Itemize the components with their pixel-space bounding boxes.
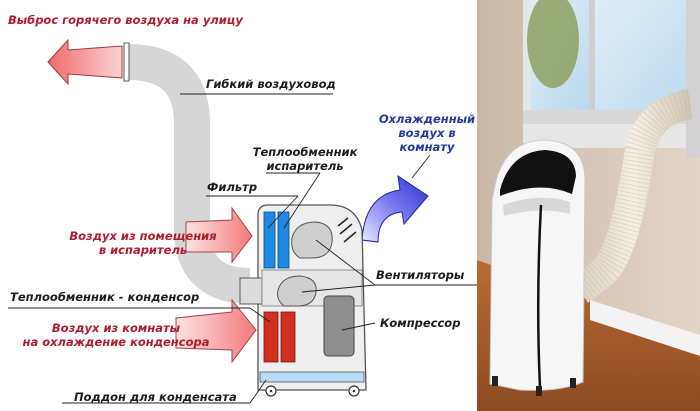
label-room-air-evaporator: Воздух из помещения в испаритель bbox=[68, 229, 218, 257]
label-cooled-air-line2: воздух в bbox=[398, 126, 456, 140]
leader-lines bbox=[8, 93, 478, 404]
label-cooled-air-line3: комнату bbox=[399, 140, 455, 154]
label-fans: Вентиляторы bbox=[376, 268, 465, 282]
label-compressor: Компрессор bbox=[380, 316, 461, 330]
compressor bbox=[323, 295, 355, 357]
product-photo bbox=[477, 0, 700, 411]
label-room-air-condenser-line2: на охлаждение конденсора bbox=[22, 335, 210, 349]
lower-fan bbox=[277, 275, 317, 307]
label-room-air-condenser-line1: Воздух из комнаты bbox=[51, 321, 181, 335]
label-room-air-evaporator-line2: в испаритель bbox=[98, 243, 188, 257]
ac-unit-schematic bbox=[239, 204, 367, 397]
label-cooled-air-line1: Охлажденный bbox=[378, 112, 476, 126]
room-air-evaporator-arrow bbox=[185, 206, 253, 264]
condenser-coil bbox=[263, 311, 279, 363]
label-hot-exhaust: Выброс горячего воздуха на улицу bbox=[8, 13, 243, 27]
flexible-duct bbox=[127, 44, 251, 304]
hot-exhaust-arrow bbox=[47, 38, 130, 86]
top-fan bbox=[291, 221, 333, 259]
label-evaporator-line1: Теплообменник bbox=[252, 145, 358, 159]
label-condenser: Теплообменник - конденсор bbox=[10, 290, 200, 304]
label-room-air-condenser: Воздух из комнаты на охлаждение конденсо… bbox=[22, 321, 210, 349]
label-evaporator: Теплообменник испаритель bbox=[250, 145, 360, 173]
room-air-condenser-arrow bbox=[175, 298, 257, 364]
label-filter: Фильтр bbox=[207, 180, 258, 194]
evaporator-coil bbox=[263, 211, 276, 269]
label-drain-pan: Поддон для конденсата bbox=[74, 390, 237, 404]
label-cooled-air: Охлажденный воздух в комнату bbox=[377, 112, 477, 154]
label-room-air-evaporator-line1: Воздух из помещения bbox=[69, 229, 217, 243]
drain-pan bbox=[259, 371, 365, 383]
label-evaporator-line2: испаритель bbox=[266, 159, 344, 173]
cooled-air-arrow bbox=[361, 174, 429, 243]
label-flexible-duct: Гибкий воздуховод bbox=[206, 77, 336, 91]
exhaust-hose bbox=[571, 89, 693, 303]
